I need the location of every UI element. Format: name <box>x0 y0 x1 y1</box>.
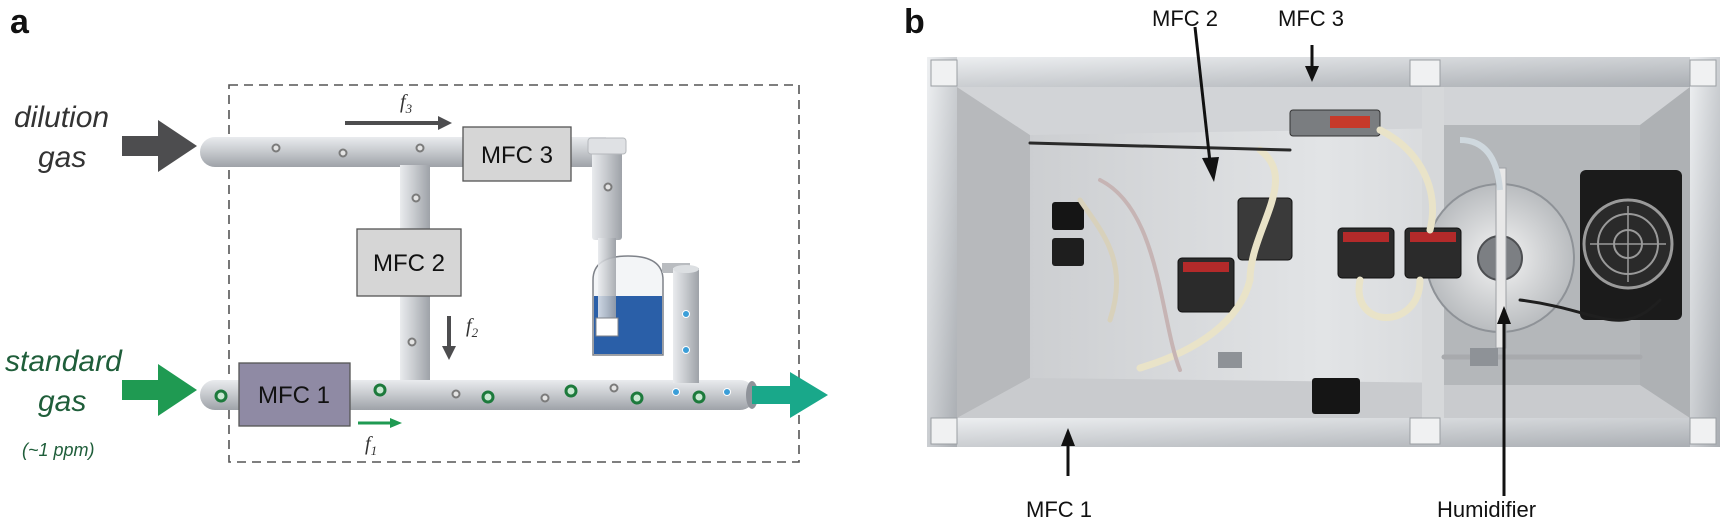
particle-grey <box>609 383 619 393</box>
flow1-arrow-head <box>390 418 402 428</box>
photo-mfc-display <box>1410 232 1456 242</box>
frame-top-rail <box>927 57 1720 87</box>
particles-blue <box>672 310 731 396</box>
corner-bracket <box>930 59 958 87</box>
frame-left-rail <box>927 57 957 447</box>
tube <box>1246 146 1279 284</box>
elbow-cap <box>587 137 627 155</box>
particle-grey <box>540 393 550 403</box>
corner-bracket <box>1689 417 1717 445</box>
mfc1-box <box>238 362 351 427</box>
diffuser-stone <box>595 317 619 337</box>
callout-arrow-mfc2 <box>1193 26 1212 163</box>
particle-grey <box>415 143 425 153</box>
panel-a: a dilution gas standard gas (~1 ppm) <box>5 3 828 463</box>
mfc3-label: MFC 3 <box>481 142 553 169</box>
ribbon-cable <box>1098 178 1182 372</box>
dip-tube-front <box>598 238 616 333</box>
particle-green <box>630 391 644 405</box>
flow2-label: f2 <box>466 315 479 340</box>
particle-grey <box>271 143 281 153</box>
particle-grey <box>451 389 461 399</box>
photo-mfc3-display <box>1330 116 1370 128</box>
flow2-arrow-head <box>442 346 456 360</box>
mfc3-box <box>462 126 572 182</box>
flow3-arrow-head <box>438 116 452 130</box>
panel-b-letter: b <box>904 3 925 41</box>
particle-green <box>373 383 387 397</box>
photo-mfc1-display <box>1183 262 1229 272</box>
panel-a-letter: a <box>10 3 30 41</box>
particle-blue <box>682 310 690 318</box>
dilution-gas-label-line2: gas <box>38 141 86 174</box>
pipe-fitting <box>1218 352 1242 368</box>
tube <box>1136 276 1254 372</box>
particle-blue <box>682 346 690 354</box>
dilution-inlet-arrow <box>122 120 197 172</box>
humidifier-tubing <box>1459 137 1503 191</box>
panel-connector <box>1052 238 1084 266</box>
corner-bracket <box>1409 59 1441 87</box>
dilution-gas-label-line1: dilution <box>14 101 109 134</box>
standard-inlet-arrow <box>122 364 197 416</box>
corner-bracket <box>1689 59 1717 87</box>
outlet-arrow <box>752 372 828 418</box>
flow3-label: f3 <box>400 91 413 116</box>
callout-arrowhead-mfc3 <box>1305 66 1319 82</box>
particle-green <box>564 384 578 398</box>
particle-grey <box>411 193 421 203</box>
callout-arrowhead-mfc2 <box>1202 157 1219 182</box>
callout-arrowhead-humidifier <box>1497 306 1511 324</box>
particle-green <box>692 390 706 404</box>
particles-grey <box>271 143 619 403</box>
panel-b: b <box>904 3 1720 522</box>
corner-bracket <box>930 417 958 445</box>
particles-green <box>214 383 706 405</box>
particle-grey <box>338 148 348 158</box>
callout-mfc1: MFC 1 <box>1026 497 1092 522</box>
pipe-fitting <box>1470 348 1498 366</box>
tube <box>1355 276 1424 321</box>
standard-gas-label-line2: gas <box>38 385 86 418</box>
standard-gas-label-line1: standard <box>5 345 123 378</box>
panel-connector <box>1052 202 1084 230</box>
callout-mfc2: MFC 2 <box>1152 6 1218 31</box>
particle-green <box>214 389 228 403</box>
outlet-pipe-cap <box>673 265 699 273</box>
mfc2-label: MFC 2 <box>373 250 445 277</box>
standard-gas-concentration: (~1 ppm) <box>22 440 95 460</box>
frame-bottom-rail <box>927 418 1720 447</box>
tube <box>1077 197 1120 323</box>
corner-bracket <box>1409 417 1441 445</box>
callout-humidifier: Humidifier <box>1437 497 1536 522</box>
particle-grey <box>603 182 613 192</box>
mfc2-box <box>356 228 462 297</box>
cable <box>1518 298 1662 322</box>
photo-mfc-display <box>1343 232 1389 242</box>
humidifier-probe <box>1495 167 1507 349</box>
frame-right-rail <box>1690 57 1720 447</box>
particle-blue <box>672 388 680 396</box>
callout-mfc3: MFC 3 <box>1278 6 1344 31</box>
callout-arrowhead-mfc1 <box>1061 428 1075 446</box>
mfc1-label: MFC 1 <box>258 382 330 409</box>
corner-brackets <box>930 59 1717 445</box>
photo-bottom-connector <box>1312 378 1360 414</box>
flow1-label: f1 <box>365 433 377 458</box>
humidifier-outlet-pipe <box>673 268 699 383</box>
tube <box>1376 126 1437 234</box>
particle-green <box>481 390 495 404</box>
particle-grey <box>407 337 417 347</box>
cable <box>1028 141 1292 152</box>
particle-blue <box>723 388 731 396</box>
left-inner-wall <box>957 87 1030 418</box>
system-boundary <box>228 84 800 463</box>
